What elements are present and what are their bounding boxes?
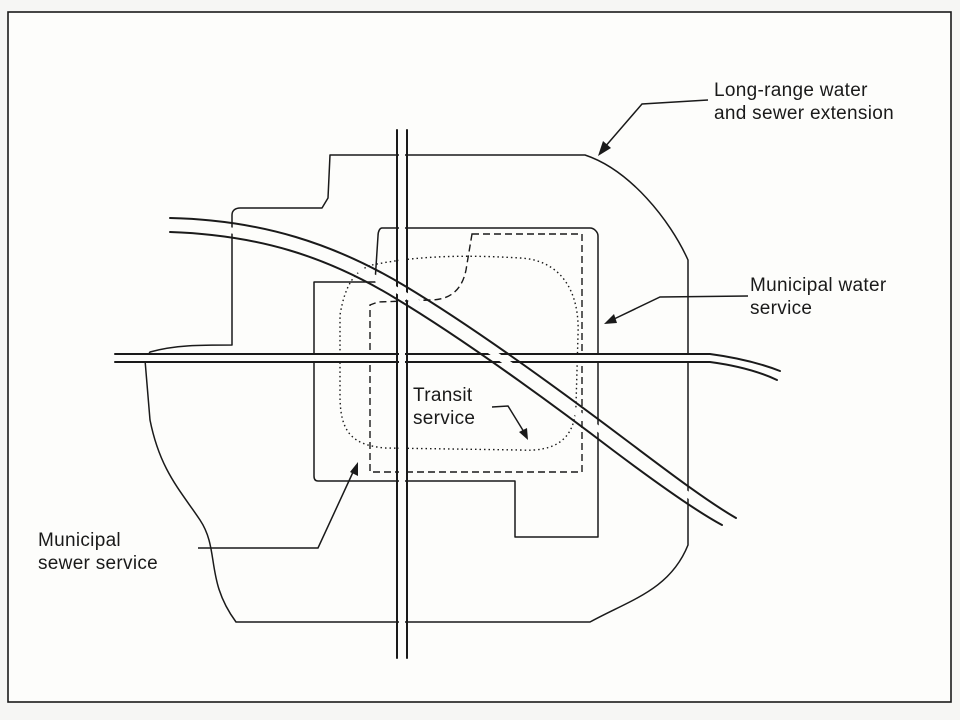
municipal-water-label: Municipal water service	[750, 275, 887, 319]
municipal-water-leader	[604, 295, 749, 324]
long-range-extension-boundary	[144, 154, 689, 623]
long-range-leader	[598, 99, 709, 156]
transit-label: Transit service	[413, 385, 476, 429]
municipal-sewer-label: Municipal sewer service	[38, 530, 159, 574]
transit-leader	[491, 405, 528, 440]
vertical-road	[396, 129, 408, 659]
municipal-water-boundary	[313, 227, 599, 538]
municipal-sewer-leader	[198, 462, 358, 549]
horizontal-road	[114, 353, 781, 381]
diagonal-highway	[169, 217, 737, 526]
municipal-sewer-boundary	[369, 233, 583, 473]
long-range-label: Long-range water and sewer extension	[714, 80, 894, 124]
